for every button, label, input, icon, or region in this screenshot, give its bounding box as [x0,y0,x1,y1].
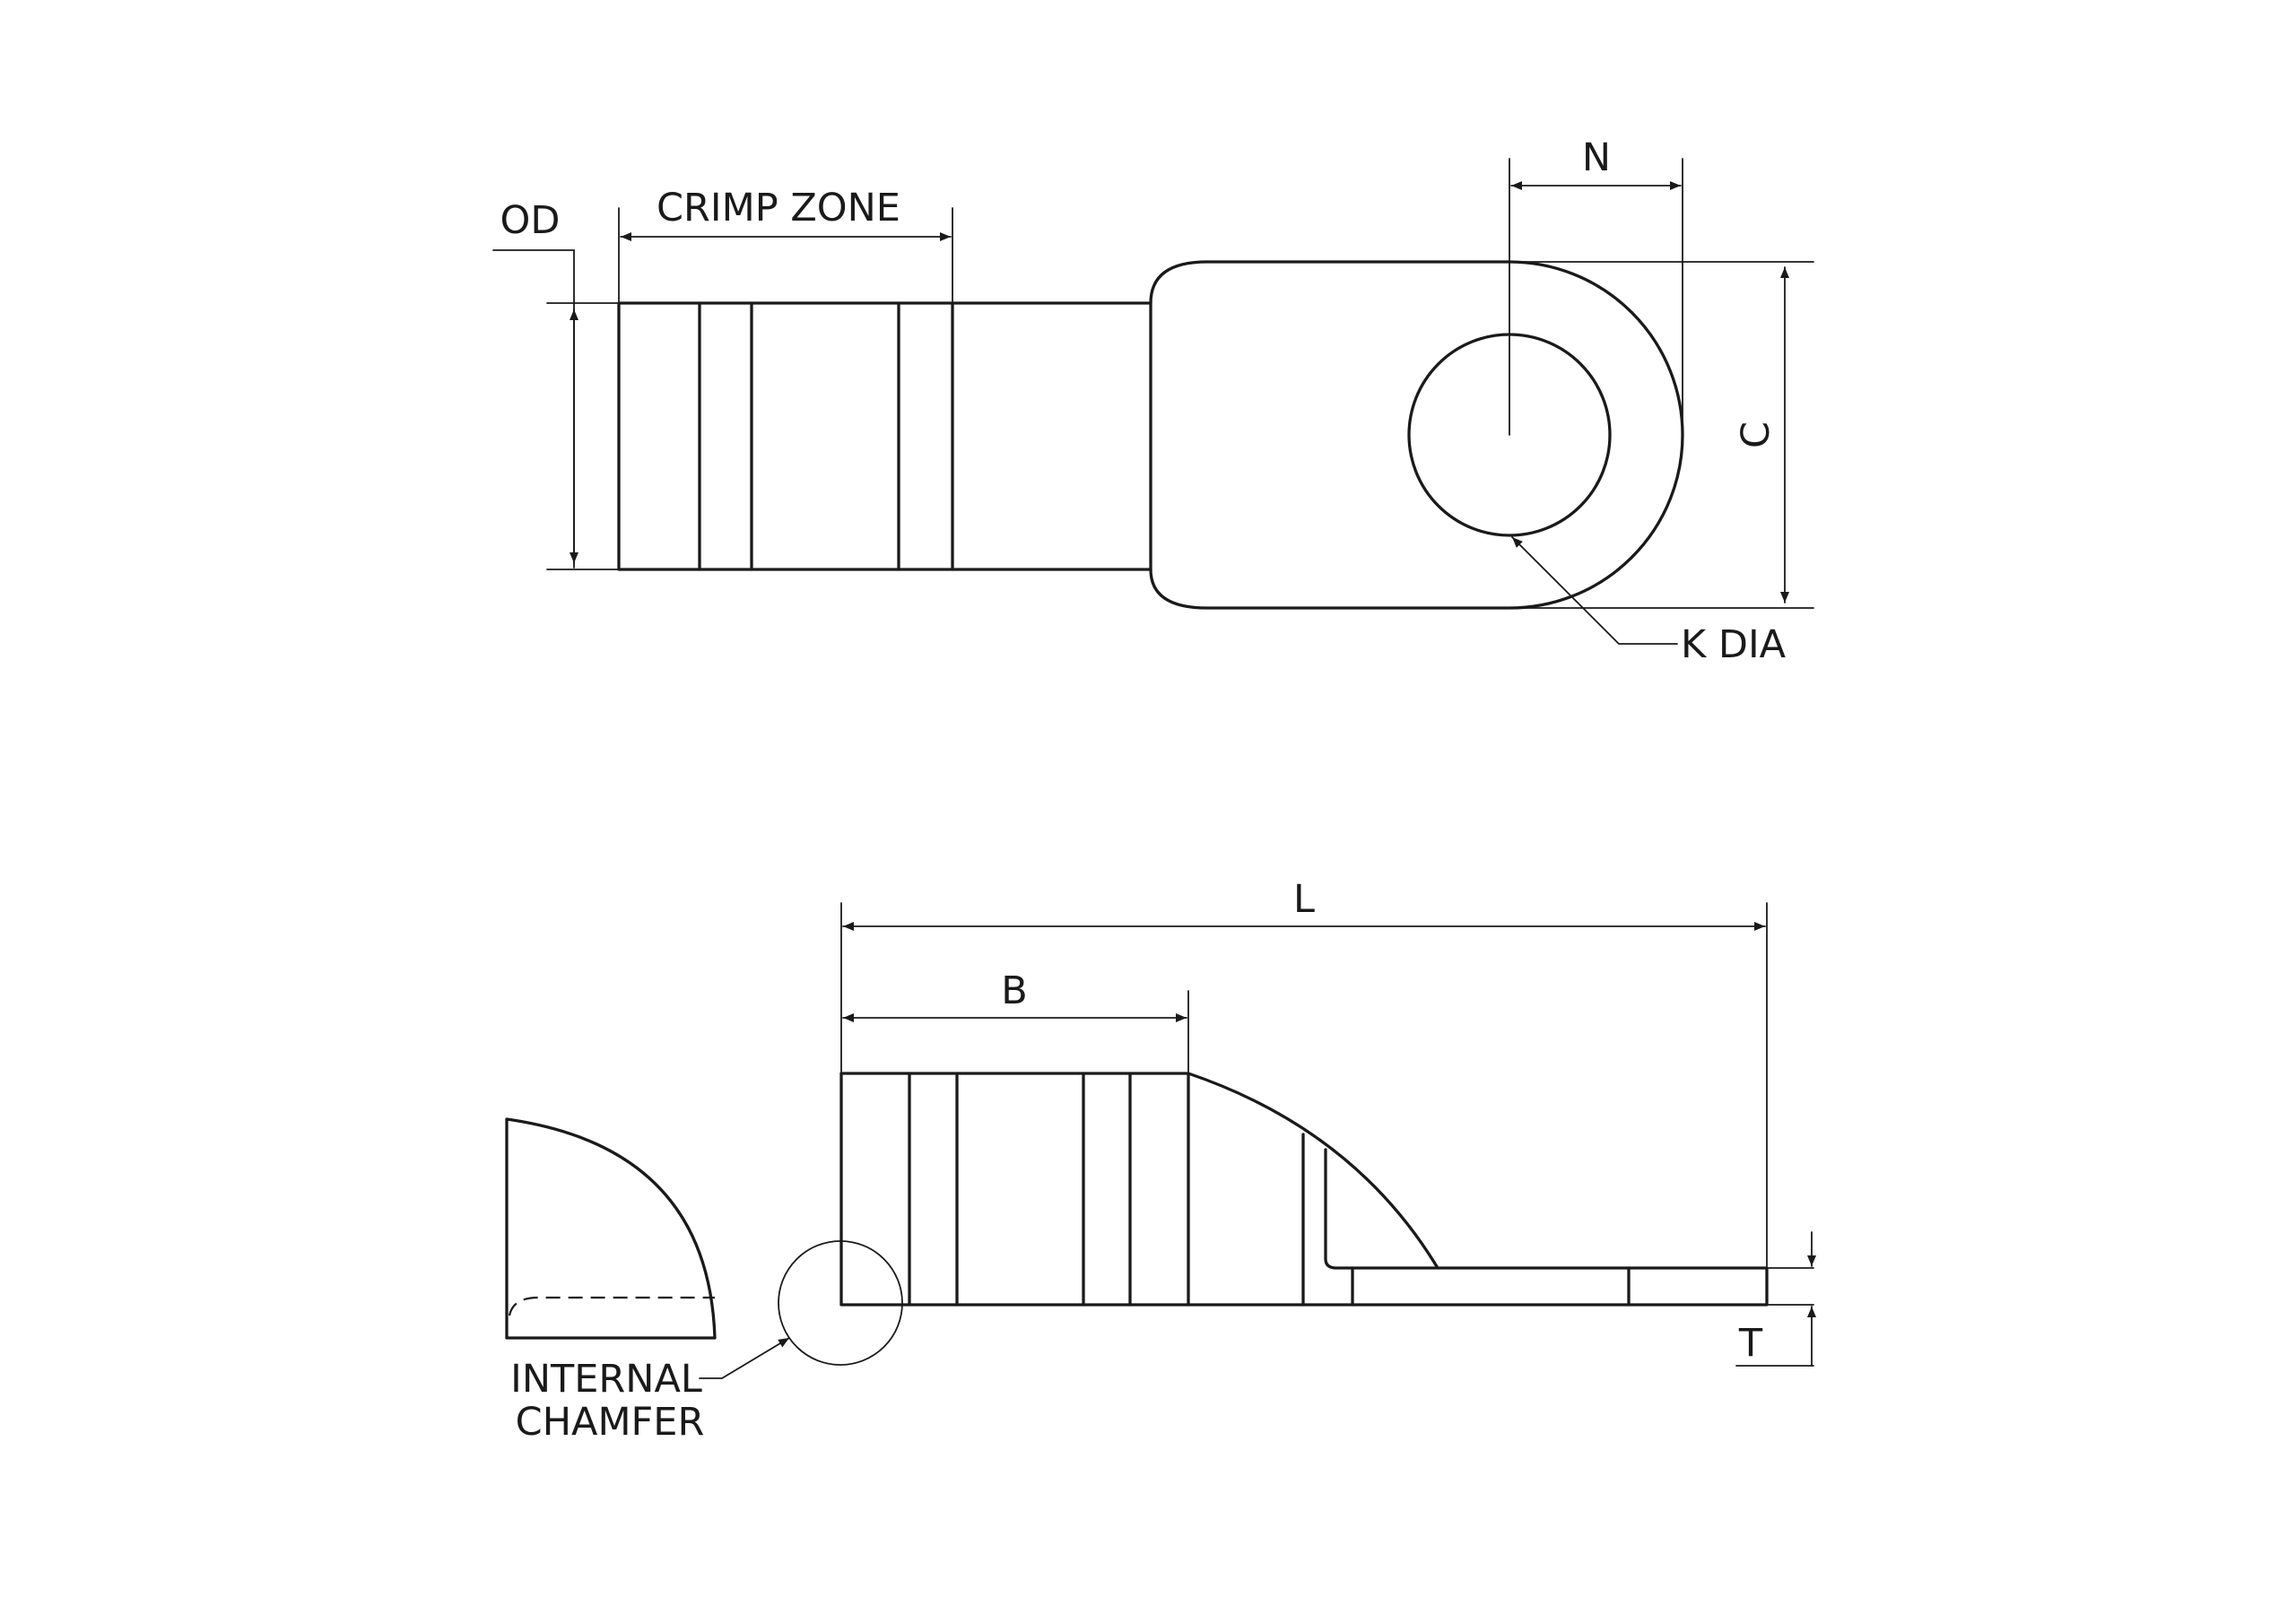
chamfer-label-line1: INTERNAL [510,1357,702,1402]
top-view: OD CRIMP ZONE N C K DIA [492,135,1814,667]
palm-outline [1149,260,1684,610]
end-view-hidden-line [508,1296,715,1316]
n-label: N [1582,135,1611,180]
c-dimension: C [1515,261,1814,609]
od-label: OD [500,198,561,243]
t-dimension: T [1735,1231,1816,1367]
crimp-zone-label: CRIMP ZONE [657,186,900,230]
chamfer-leader: INTERNAL CHAMFER [510,1337,790,1445]
chamfer-detail-circle [778,1240,903,1366]
c-label: C [1734,421,1779,448]
b-label: B [1001,968,1028,1013]
side-transition-inner [1324,1148,1439,1270]
b-dimension: B [842,968,1189,1073]
side-barrel-outline [839,1072,1190,1307]
end-view [505,1117,717,1340]
end-view-outline [505,1117,717,1340]
l-dimension: L [840,877,1768,1267]
crimp-zone-dimension: CRIMP ZONE [618,186,953,302]
side-transition-outline [1187,1072,1769,1307]
side-view: L B T INTERNAL CHAMFER [510,877,1816,1445]
k-dia-leader: K DIA [1511,536,1787,667]
chamfer-label-line2: CHAMFER [516,1400,705,1445]
n-dimension: N [1509,135,1683,422]
barrel-outline [617,301,1152,571]
l-label: L [1293,877,1315,922]
od-dimension: OD [492,198,618,570]
k-dia-label: K DIA [1681,622,1787,667]
t-label: T [1738,1321,1763,1366]
